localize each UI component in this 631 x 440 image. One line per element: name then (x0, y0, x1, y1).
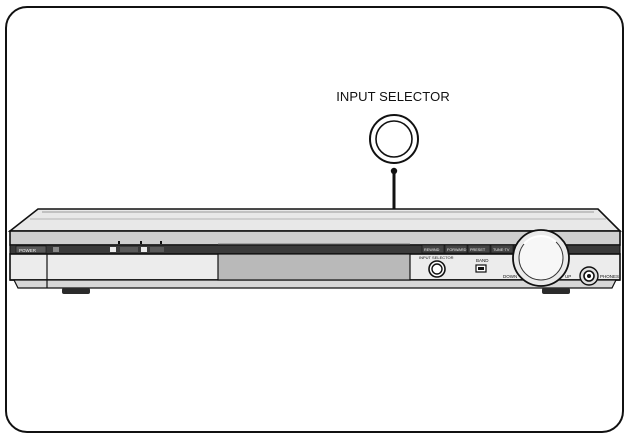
svg-text:FORWARD: FORWARD (447, 248, 467, 252)
callout-knob (369, 114, 419, 164)
svg-text:PRESET: PRESET (470, 248, 486, 252)
svg-text:TUNE·TV: TUNE·TV (493, 248, 510, 252)
power-button: POWER (15, 245, 47, 254)
svg-text:POWER: POWER (19, 248, 37, 253)
volume-dial: DOWN UP (503, 229, 571, 287)
callout-label: INPUT SELECTOR (336, 89, 450, 104)
leader-dot (390, 167, 398, 175)
phones-jack: PHONES (579, 266, 619, 286)
svg-text:DOWN: DOWN (503, 274, 517, 279)
svg-text:BAND: BAND (476, 258, 489, 263)
indicator-marks (53, 241, 164, 252)
input-selector-knob: INPUT SELECTOR (419, 255, 454, 278)
svg-text:INPUT SELECTOR: INPUT SELECTOR (419, 255, 454, 260)
svg-text:UP: UP (565, 274, 571, 279)
band-button: BAND (475, 258, 489, 273)
svg-text:PHONES: PHONES (600, 274, 619, 279)
svg-text:REWIND: REWIND (424, 248, 440, 252)
